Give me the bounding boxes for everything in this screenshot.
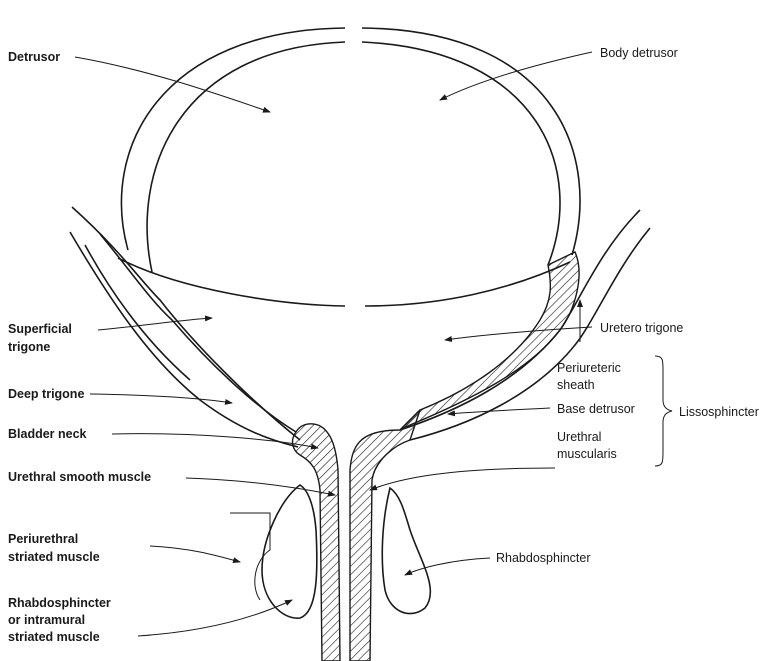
trigone-boundary: [118, 258, 570, 306]
leader-base-detrusor: [448, 408, 550, 414]
label-urethral-smooth-muscle: Urethral smooth muscle: [8, 470, 151, 484]
label-body-detrusor: Body detrusor: [600, 46, 678, 60]
label-urethral-musc-1: Urethral: [557, 430, 601, 444]
label-superficial-trigone-1: Superficial: [8, 322, 72, 336]
bladder-dome: [121, 28, 580, 272]
urethra: [293, 410, 420, 661]
label-rhabdosphincter: Rhabdosphincter: [496, 551, 591, 565]
leader-bladder-neck: [112, 434, 318, 448]
label-superficial-trigone-2: trigone: [8, 340, 50, 354]
right-rhabdosphincter: [382, 488, 430, 614]
label-periureteric-sheath-1: Periureteric: [557, 361, 621, 375]
label-rhabdo-intramural-2: or intramural: [8, 613, 85, 627]
label-periurethral-2: striated muscle: [8, 550, 100, 564]
leader-body-detrusor: [440, 52, 592, 100]
left-bladder-wall: [70, 207, 300, 447]
leader-rhabdosphincter-right: [405, 558, 490, 575]
leader-superficial-trigone: [98, 318, 212, 330]
label-urethral-musc-2: muscularis: [557, 447, 617, 461]
label-detrusor: Detrusor: [8, 50, 60, 64]
leader-urethral-smooth-muscle: [186, 478, 335, 495]
label-rhabdo-intramural-1: Rhabdosphincter: [8, 596, 111, 610]
label-periurethral-1: Periurethral: [8, 532, 78, 546]
label-periureteric-sheath-2: sheath: [557, 378, 595, 392]
label-bladder-neck: Bladder neck: [8, 427, 87, 441]
leader-uretero-trigone: [445, 327, 592, 340]
leader-periurethral: [150, 546, 240, 562]
label-lissosphincter: Lissosphincter: [679, 405, 759, 419]
label-uretero-trigone: Uretero trigone: [600, 321, 683, 335]
left-rhabdosphincter: [230, 485, 317, 618]
label-base-detrusor: Base detrusor: [557, 402, 635, 416]
leader-rhabdosphincter-left: [138, 600, 292, 636]
lissosphincter-brace: [655, 356, 672, 466]
label-rhabdo-intramural-3: striated muscle: [8, 630, 100, 644]
leader-deep-trigone: [90, 394, 232, 403]
label-deep-trigone: Deep trigone: [8, 387, 84, 401]
leader-urethral-muscularis: [370, 468, 555, 490]
